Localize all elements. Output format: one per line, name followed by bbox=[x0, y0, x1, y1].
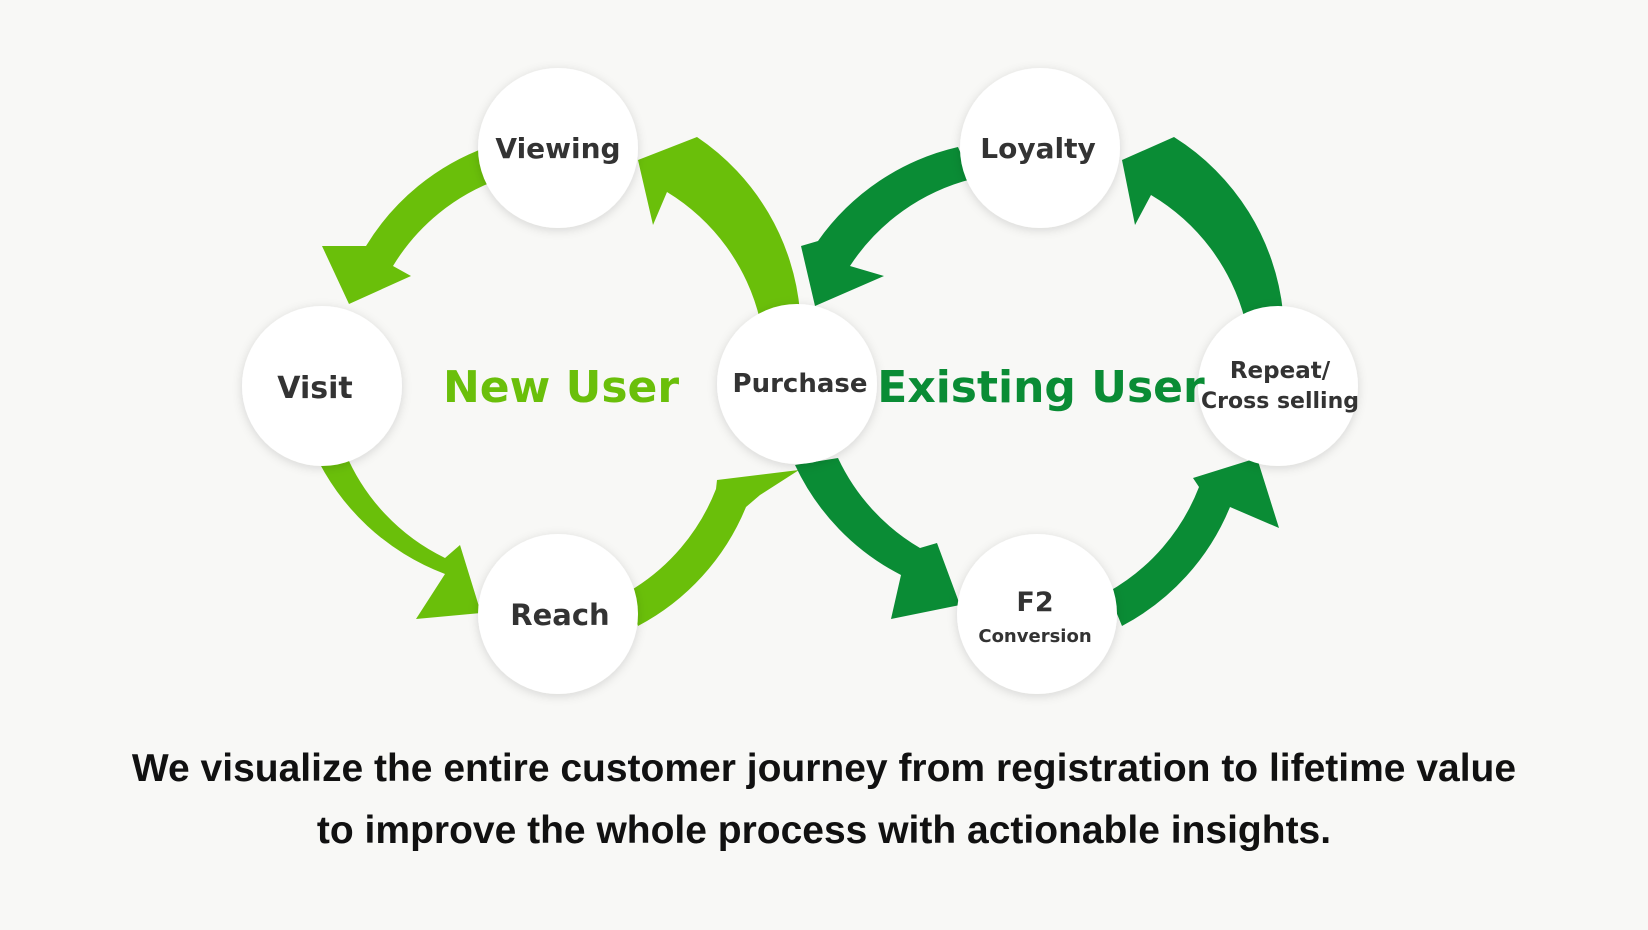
arrow-visit-to-reach bbox=[314, 452, 481, 619]
caption: We visualize the entire customer journey… bbox=[0, 738, 1648, 862]
arrow-f2-to-repeat bbox=[1108, 458, 1279, 626]
node-visit: Visit bbox=[242, 306, 402, 466]
node-f2-label-line2: Conversion bbox=[978, 626, 1091, 647]
new-user-label: New User bbox=[443, 362, 679, 413]
new-user-arrows bbox=[314, 137, 800, 626]
node-f2-conversion: F2 Conversion bbox=[957, 534, 1117, 694]
node-reach-label: Reach bbox=[510, 598, 609, 632]
node-repeat-cross-selling: Repeat/ Cross selling bbox=[1198, 306, 1359, 466]
node-purchase: Purchase bbox=[717, 304, 877, 464]
node-f2-label-line1: F2 bbox=[1016, 587, 1053, 618]
arrow-reach-to-purchase bbox=[628, 470, 799, 626]
node-loyalty: Loyalty bbox=[960, 68, 1120, 228]
node-viewing-label: Viewing bbox=[495, 132, 620, 165]
arrow-loyalty-to-purchase bbox=[801, 147, 972, 306]
node-purchase-label: Purchase bbox=[733, 369, 868, 399]
node-visit-label: Visit bbox=[277, 371, 352, 406]
existing-user-arrows bbox=[795, 137, 1283, 626]
arrow-purchase-to-viewing bbox=[638, 137, 800, 320]
node-repeat-label-line1: Repeat/ bbox=[1230, 358, 1331, 384]
arrow-repeat-to-loyalty bbox=[1122, 137, 1283, 320]
node-repeat-label-line2: Cross selling bbox=[1201, 389, 1359, 414]
arrow-purchase-to-f2 bbox=[795, 458, 960, 619]
caption-line-2: to improve the whole process with action… bbox=[316, 809, 1332, 852]
node-viewing: Viewing bbox=[478, 68, 638, 228]
existing-user-label: Existing User bbox=[877, 362, 1205, 413]
node-loyalty-label: Loyalty bbox=[980, 132, 1095, 165]
arrow-viewing-to-visit bbox=[322, 147, 500, 304]
caption-line-1: We visualize the entire customer journey… bbox=[131, 747, 1517, 790]
node-reach: Reach bbox=[478, 534, 638, 694]
